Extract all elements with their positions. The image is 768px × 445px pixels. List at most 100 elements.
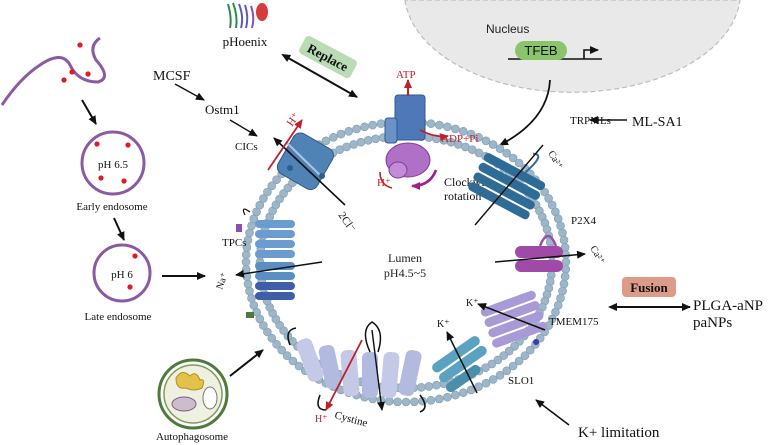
ostm1-arrow xyxy=(229,119,258,137)
tmem-k-label: K⁺ xyxy=(466,298,479,309)
early-to-late-arrow xyxy=(113,217,125,241)
membrane-bead xyxy=(547,314,557,324)
adp-label: ADP+Pi xyxy=(441,133,478,145)
membrane-bead xyxy=(267,181,277,191)
atp-label: ATP xyxy=(396,69,416,81)
membrane-bead xyxy=(544,194,553,203)
membrane-bead xyxy=(410,397,419,407)
membrane-bead xyxy=(458,127,468,136)
p2x4-ca-label: Ca²⁺ xyxy=(587,244,606,266)
membrane-bead xyxy=(259,194,268,203)
membrane-bead xyxy=(277,345,287,355)
membrane-bead xyxy=(540,187,549,197)
membrane-bead xyxy=(363,136,373,145)
membrane-bead xyxy=(558,228,567,238)
membrane-bead xyxy=(360,122,369,132)
mcsf-label: MCSF xyxy=(153,69,191,84)
fusion-label: Fusion xyxy=(630,280,668,295)
autophagosome xyxy=(157,358,229,430)
nucleus: TFEB Nucleus xyxy=(404,0,741,93)
plga-label: PLGA-aNP xyxy=(693,298,763,314)
membrane-bead xyxy=(259,321,268,330)
phoenix-label: pHoenix xyxy=(223,34,268,49)
trpml-ca-label: Ca²⁺ xyxy=(545,149,564,171)
trpml-channel xyxy=(468,152,546,220)
autophagosome-arrow xyxy=(229,349,264,377)
tfeb-arrow xyxy=(499,79,551,146)
membrane-bead xyxy=(504,346,514,356)
tfeb-badge xyxy=(515,41,567,60)
membrane-bead xyxy=(401,397,411,407)
nucleus-label: Nucleus xyxy=(486,22,529,36)
membrane-bead xyxy=(556,221,565,231)
late-ph-label: pH 6 xyxy=(111,269,133,281)
replace-arrow xyxy=(281,54,358,98)
membrane-bead xyxy=(432,380,441,390)
membrane-bead xyxy=(384,396,394,406)
membrane-bead xyxy=(434,394,444,404)
tpc-na-label: Na⁺ xyxy=(214,271,230,291)
membrane-bead xyxy=(371,134,380,144)
slo1-arrow xyxy=(446,331,478,394)
membrane-bead xyxy=(393,397,402,407)
v-atpase xyxy=(379,79,449,190)
membrane-bead xyxy=(560,272,570,281)
membrane-bead xyxy=(451,124,460,134)
rotation-label: rotation xyxy=(444,189,481,203)
membrane-bead xyxy=(558,286,567,296)
trpml-arrow xyxy=(474,144,544,226)
membrane-bead xyxy=(249,300,259,310)
fusion-badge: Fusion xyxy=(622,277,676,297)
membrane-bead xyxy=(525,345,535,355)
membrane-bead xyxy=(559,279,569,289)
membrane-bead xyxy=(263,187,272,197)
cystine-label: Cystine xyxy=(333,409,369,429)
mcsf-arrow xyxy=(174,83,205,101)
membrane-bead xyxy=(241,250,251,259)
late-endosome-label: Late endosome xyxy=(85,311,152,323)
membrane-bead xyxy=(520,351,530,361)
membrane-bead xyxy=(481,136,491,146)
membrane-bead xyxy=(349,140,359,149)
membrane-bead xyxy=(426,119,436,128)
late-endosome xyxy=(92,243,152,303)
membrane-bead xyxy=(288,356,298,366)
trpmls-label: TRPMLs xyxy=(570,115,611,127)
membrane-bead xyxy=(510,341,519,351)
ostm1-label: Ostm1 xyxy=(205,102,240,117)
membrane-bead xyxy=(508,361,518,371)
slo-k-label: K⁺ xyxy=(437,319,450,330)
membrane-bead xyxy=(466,129,476,139)
k-limitation-label: K+ limitation xyxy=(578,425,660,441)
membrane-bead xyxy=(561,250,571,259)
phoenix-icon xyxy=(227,2,268,29)
cystinosin-transporter xyxy=(287,321,426,413)
membrane-bead xyxy=(553,214,563,223)
membrane-bead xyxy=(247,221,256,231)
membrane-bead xyxy=(451,390,460,400)
replace-badge: Replace xyxy=(299,35,357,79)
membrane-bead xyxy=(502,366,512,376)
p2x4-label: P2X4 xyxy=(571,215,597,227)
membrane-bead xyxy=(424,382,434,391)
membrane-bead xyxy=(561,257,571,267)
membrane-bead xyxy=(487,359,497,369)
membrane-bead xyxy=(416,382,426,392)
tpc-channel xyxy=(236,208,295,318)
membrane-bead xyxy=(247,293,256,303)
membrane-bead xyxy=(272,175,281,184)
membrane-bead xyxy=(481,378,491,388)
clc-channel xyxy=(267,119,346,206)
k-limitation-arrow xyxy=(535,399,570,426)
membrane-bead xyxy=(499,351,509,360)
early-ph-label: pH 6.5 xyxy=(98,159,128,171)
membrane-bead xyxy=(294,361,304,371)
membrane-bead xyxy=(245,228,254,238)
membrane-bead xyxy=(352,124,361,134)
clc-h-label: H⁺ xyxy=(285,110,303,128)
membrane-bead xyxy=(488,375,498,384)
membrane-bead xyxy=(426,395,436,405)
membrane-bead xyxy=(493,355,503,365)
membrane-bead xyxy=(336,129,346,139)
membrane-bead xyxy=(321,136,331,146)
